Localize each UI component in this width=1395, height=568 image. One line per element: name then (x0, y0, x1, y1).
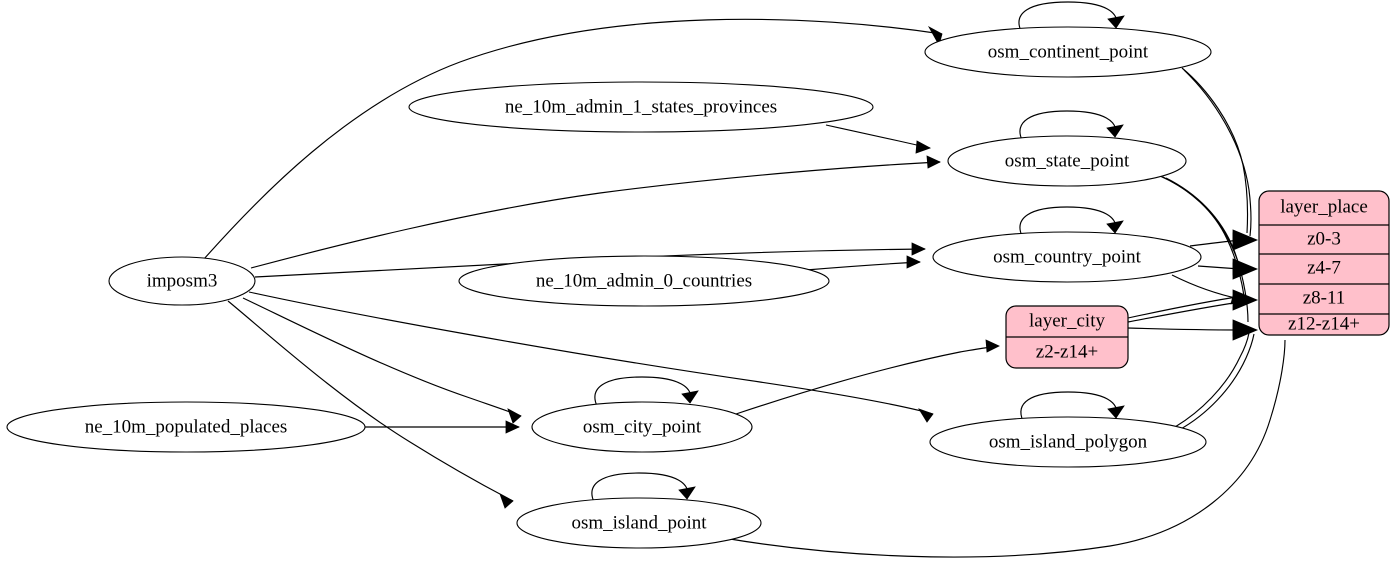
node-osm-city-point-shape[interactable] (531, 401, 753, 453)
node-osm-city-point-label: osm_city_point (583, 416, 702, 437)
edge-imposm3-to-osm-state-point (250, 155, 941, 269)
edge-self-loop-osm-country-point (1019, 206, 1124, 237)
node-osm-country-point[interactable]: osm_country_point (932, 231, 1202, 283)
node-imposm3-label: imposm3 (147, 270, 218, 291)
arrowhead-z0-3 (1232, 229, 1259, 251)
node-osm-island-polygon[interactable]: osm_island_polygon (929, 416, 1207, 468)
edge-osm-city-point-to-layer-city (735, 339, 1000, 415)
edge-osm-island-point-to-layer-place-z12-z14 (723, 339, 1286, 558)
node-osm-island-polygon-shape[interactable] (929, 416, 1207, 468)
edge-imposm3-to-osm-island-point (227, 300, 514, 509)
layer-city-title: layer_city (1029, 310, 1105, 331)
node-layer-city[interactable]: layer_city z2-z14+ (1005, 305, 1129, 369)
edge-osm-state-point-to-layer-place-z8-11 (1162, 176, 1245, 297)
edge-layer (203, 1, 1286, 558)
edge-osm-continent-point-right-connector (1183, 69, 1252, 237)
node-ne-10m-populated-places[interactable]: ne_10m_populated_places (6, 401, 366, 453)
node-osm-continent-point-label: osm_continent_point (988, 41, 1149, 62)
edge-self-loop-osm-island-polygon (1020, 391, 1125, 422)
edge-osm-island-polygon-to-layer-place-z12-z14 (1174, 332, 1255, 431)
node-ne-admin0-shape[interactable] (458, 255, 830, 307)
node-osm-island-point[interactable]: osm_island_point (516, 497, 762, 549)
node-ne-admin1-label: ne_10m_admin_1_states_provinces (505, 96, 777, 117)
node-osm-island-point-shape[interactable] (516, 497, 762, 549)
edge-layer-city-to-layer-place-z12-z14 (1127, 323, 1247, 337)
layer-place-box[interactable] (1258, 190, 1390, 336)
arrowhead-z8-11 (1232, 289, 1259, 311)
edge-layer-city-to-layer-place-z8-11 (1127, 296, 1247, 323)
edge-ne-admin0-to-osm-country-point (805, 255, 921, 271)
node-ne-10m-admin-1-states-provinces[interactable]: ne_10m_admin_1_states_provinces (408, 81, 874, 133)
node-osm-country-point-label: osm_country_point (993, 246, 1141, 267)
edge-self-loop-osm-island-point (591, 472, 696, 503)
edge-self-loop-osm-state-point (1019, 110, 1124, 141)
edge-imposm3-to-osm-city-point (242, 297, 522, 424)
layer-place-arrowheads (1232, 229, 1259, 341)
node-osm-state-point[interactable]: osm_state_point (947, 135, 1187, 187)
edge-self-loop-osm-city-point (594, 376, 699, 407)
node-osm-continent-point-shape[interactable] (924, 26, 1212, 78)
edge-layer-city-top-connector (1127, 295, 1244, 319)
node-layer: imposm3 ne_10m_admin_1_states_provinces … (6, 26, 1212, 549)
node-ne-admin1-shape[interactable] (408, 81, 874, 133)
arrowhead-z4-7 (1232, 258, 1259, 280)
layer-place-title: layer_place (1280, 196, 1368, 217)
node-osm-island-point-label: osm_island_point (571, 512, 707, 533)
edge-ne-admin1-to-osm-state-point (825, 124, 931, 154)
layer-city-row-z2-z14[interactable]: z2-z14+ (1036, 341, 1098, 362)
node-ne-10m-admin-0-countries[interactable]: ne_10m_admin_0_countries (458, 255, 830, 307)
node-osm-continent-point[interactable]: osm_continent_point (924, 26, 1212, 78)
layer-place-row-z0-3[interactable]: z0-3 (1307, 228, 1341, 249)
node-osm-island-polygon-label: osm_island_polygon (989, 431, 1148, 452)
edge-self-loop-osm-continent-point (1018, 1, 1125, 32)
node-imposm3-shape[interactable] (108, 256, 256, 306)
layer-place-row-z8-11[interactable]: z8-11 (1303, 287, 1346, 308)
edge-ne-populated-places-to-osm-city-point (365, 420, 520, 434)
node-imposm3[interactable]: imposm3 (108, 256, 256, 306)
node-ne-populated-places-shape[interactable] (6, 401, 366, 453)
edge-imposm3-to-osm-island-polygon (248, 291, 934, 423)
node-osm-country-point-shape[interactable] (932, 231, 1202, 283)
arrowhead-z12-z14 (1232, 319, 1259, 341)
layer-place-row-z12-z14[interactable]: z12-z14+ (1288, 313, 1360, 334)
edge-imposm3-to-osm-continent-point (203, 18, 943, 260)
node-osm-state-point-shape[interactable] (947, 135, 1187, 187)
layer-place-row-z4-7[interactable]: z4-7 (1307, 257, 1341, 278)
node-osm-state-point-label: osm_state_point (1005, 150, 1130, 171)
node-ne-populated-places-label: ne_10m_populated_places (85, 416, 288, 437)
node-layer-place[interactable]: layer_place z0-3 z4-7 z8-11 z12-z14+ (1258, 190, 1390, 336)
node-ne-admin0-label: ne_10m_admin_0_countries (536, 270, 752, 291)
node-osm-city-point[interactable]: osm_city_point (531, 401, 753, 453)
